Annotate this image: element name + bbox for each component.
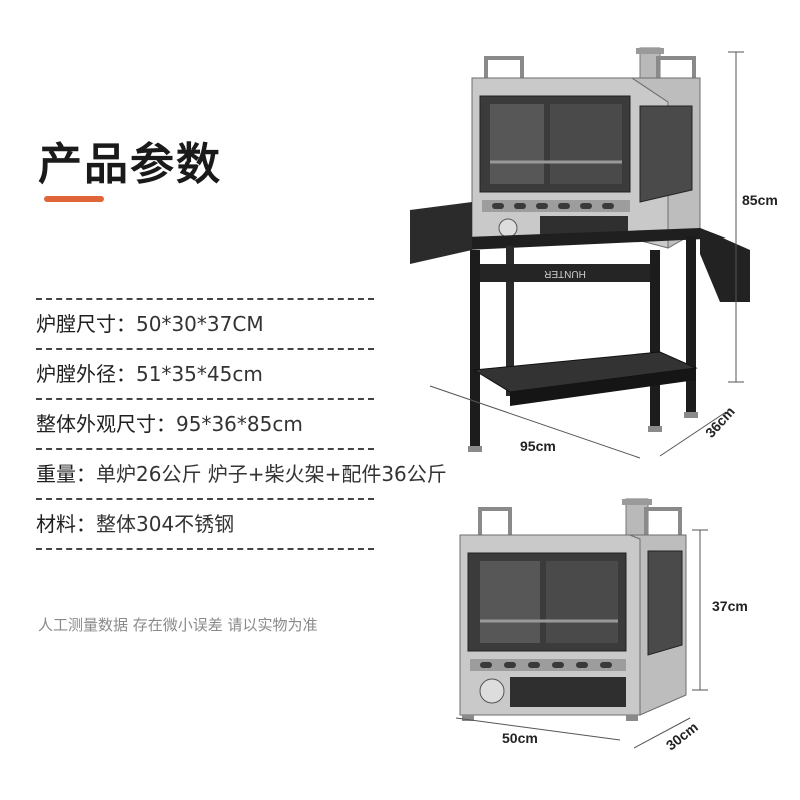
stove-only-photo: [459, 498, 687, 721]
dim-stove-width: 50cm: [502, 730, 538, 746]
page-title: 产品参数: [38, 139, 222, 190]
brand-mark: HUNTER: [544, 268, 586, 279]
spec-label: 整体外观尺寸：: [36, 412, 176, 436]
spec-label: 重量：: [36, 462, 96, 486]
spec-row-chamber-outer: 炉膛外径：51*35*45cm: [36, 350, 374, 400]
spec-row-chamber-size: 炉膛尺寸：50*30*37CM: [36, 300, 374, 350]
spec-value: 51*35*45cm: [136, 362, 263, 386]
title-accent-bar: [44, 196, 104, 202]
dim-full-height: 85cm: [742, 192, 778, 208]
spec-label: 炉膛尺寸：: [36, 312, 136, 336]
spec-row-material: 材料：整体304不锈钢: [36, 500, 374, 550]
spec-row-overall-size: 整体外观尺寸：95*36*85cm: [36, 400, 374, 450]
spec-label: 炉膛外径：: [36, 362, 136, 386]
spec-row-weight: 重量：单炉26公斤 炉子+柴火架+配件36公斤: [36, 450, 447, 500]
spec-top-rule: [36, 298, 374, 300]
spec-list: 炉膛尺寸：50*30*37CM 炉膛外径：51*35*45cm 整体外观尺寸：9…: [36, 298, 447, 550]
dim-full-width: 95cm: [520, 438, 556, 454]
stove-with-stand-photo: HUNTER: [410, 47, 750, 452]
spec-value: 50*30*37CM: [136, 312, 264, 336]
spec-label: 材料：: [36, 512, 96, 536]
spec-value: 整体304不锈钢: [96, 512, 235, 536]
measurement-disclaimer: 人工测量数据 存在微小误差 请以实物为准: [38, 616, 318, 634]
spec-value: 单炉26公斤 炉子+柴火架+配件36公斤: [96, 462, 447, 486]
spec-value: 95*36*85cm: [176, 412, 303, 436]
dim-stove-height: 37cm: [712, 598, 748, 614]
